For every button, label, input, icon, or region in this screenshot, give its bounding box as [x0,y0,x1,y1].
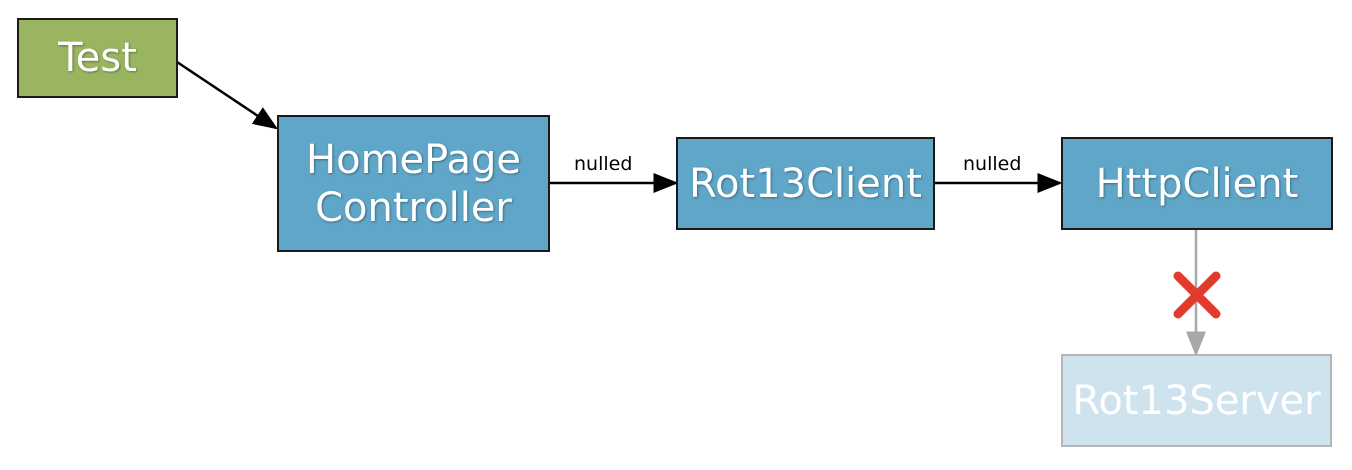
test-node: Test [17,18,178,98]
edge-label-controller-to-client: nulled [574,153,633,175]
arrow-test-to-controller [176,60,279,130]
x-icon [1173,271,1221,319]
httpclient-node: HttpClient [1061,137,1333,230]
homepage-controller-node: HomePage Controller [277,115,550,252]
rot13server-label: Rot13Server [1072,377,1321,424]
test-label: Test [58,35,137,81]
edge-label-client-to-http: nulled [963,153,1022,175]
rot13client-node: Rot13Client [676,137,935,230]
rot13server-node: Rot13Server [1061,354,1332,447]
httpclient-label: HttpClient [1095,160,1299,207]
rot13client-label: Rot13Client [689,160,922,207]
homepage-controller-label: HomePage Controller [306,136,521,231]
